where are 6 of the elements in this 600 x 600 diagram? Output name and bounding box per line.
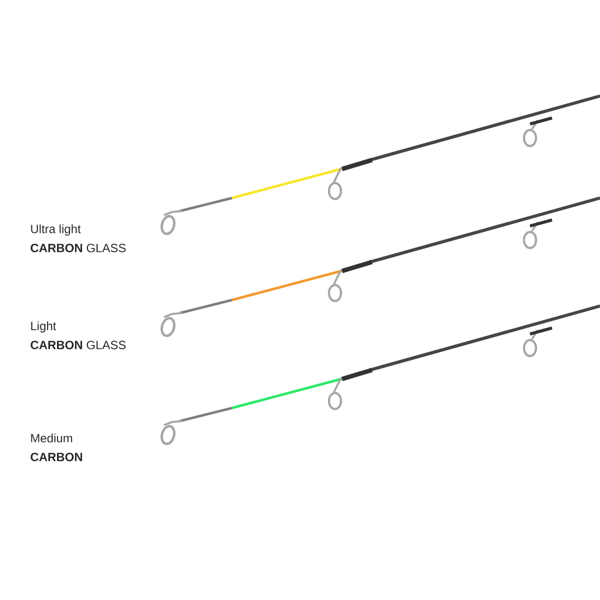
rod-label: CARBON GLASS [30,340,126,350]
rod-label: CARBON [30,452,82,462]
rod-label: CARBON GLASS [30,244,126,252]
rod-label: Light [31,321,56,333]
rod-label: Medium [31,434,72,442]
rod-label: Ultra light [31,224,81,236]
